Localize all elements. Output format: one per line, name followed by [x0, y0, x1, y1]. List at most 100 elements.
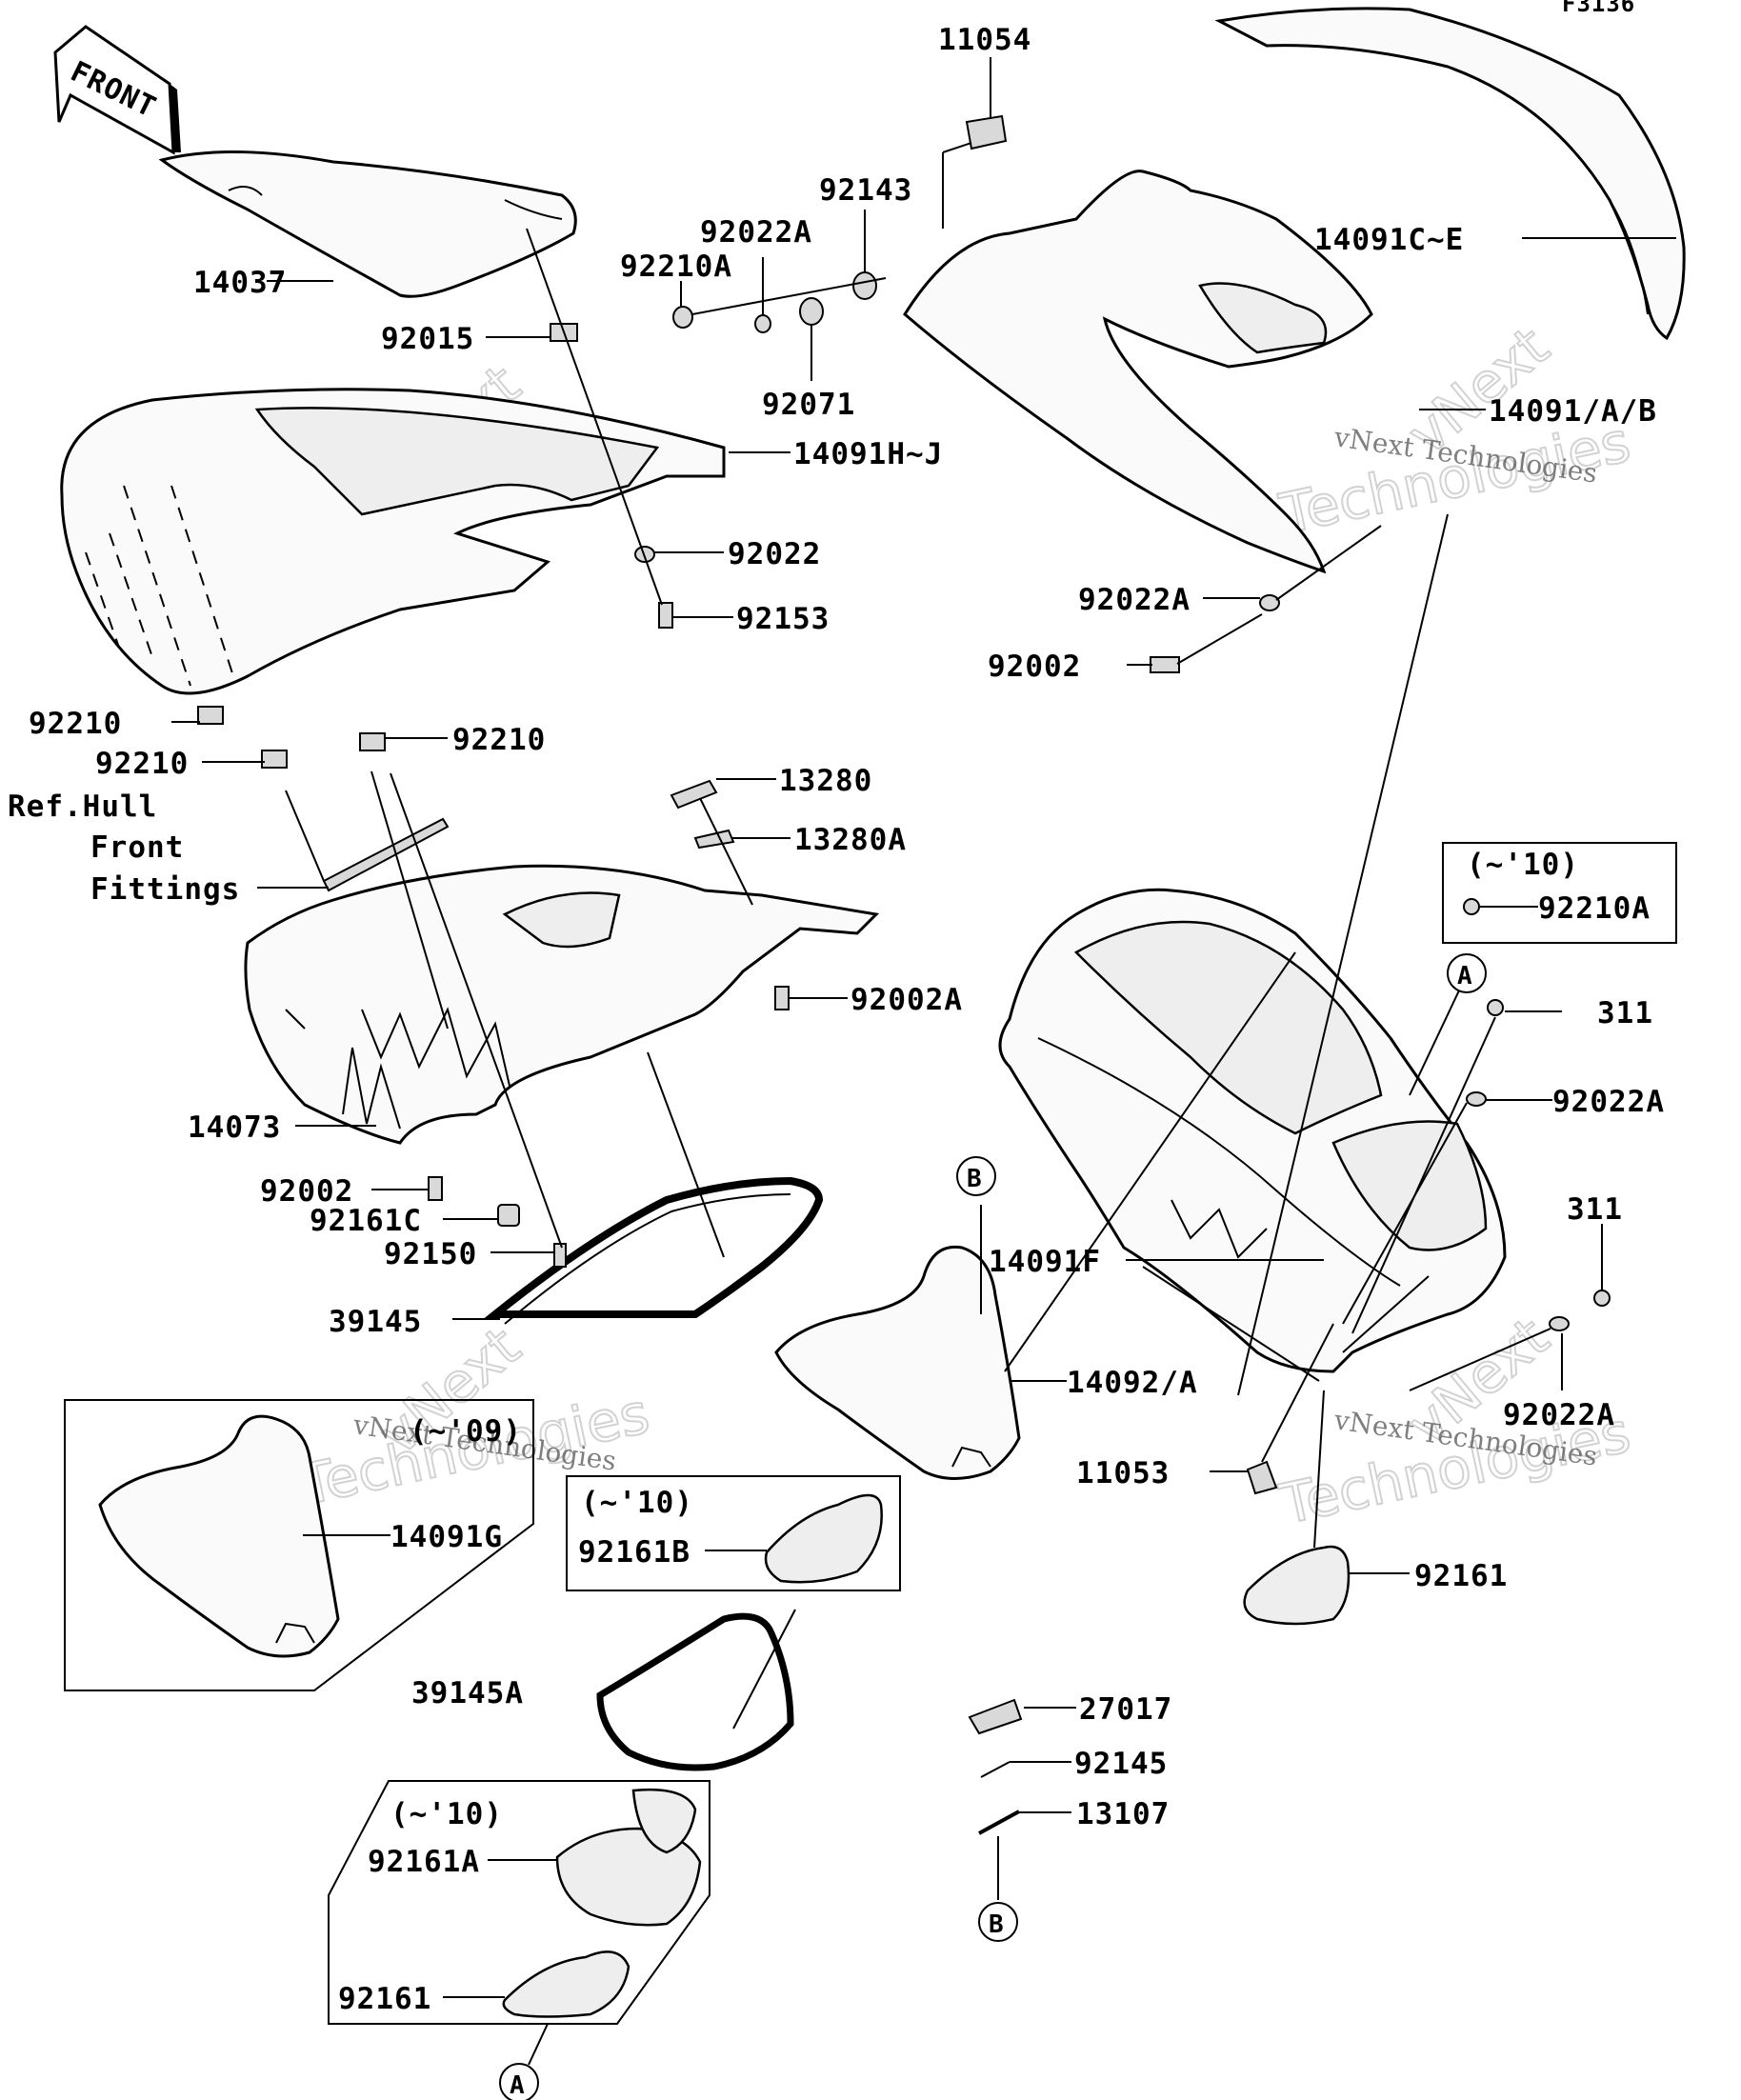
strap-13107-icon[interactable]: [978, 1810, 1020, 1835]
part-92161-pad-box[interactable]: [502, 1950, 630, 2018]
label-ref-hull-3: Fittings: [90, 872, 240, 907]
marker-B-bottom: [978, 1902, 1018, 1942]
part-14091F-hull[interactable]: [998, 888, 1507, 1373]
washer-92022A-r1-icon[interactable]: [1466, 1091, 1487, 1107]
label-ref-hull-2: Front: [90, 830, 184, 865]
label-14037: 14037: [193, 266, 287, 300]
label-ref-hull-1: Ref.Hull: [8, 790, 157, 824]
svg-text:B: B: [989, 1910, 1005, 1939]
part-14073-tub[interactable]: [244, 864, 880, 1145]
label-92015: 92015: [381, 322, 474, 356]
label-92161-right: 92161: [1414, 1559, 1508, 1593]
label-14091F: 14091F: [989, 1245, 1101, 1279]
grommet-92071-icon[interactable]: [799, 297, 824, 326]
part-14091CE-panel[interactable]: [1214, 7, 1686, 341]
diagram-code: F3136: [1562, 0, 1635, 17]
label-92150: 92150: [384, 1237, 477, 1271]
label-92022A-mid: 92022A: [1078, 583, 1191, 617]
label-92002-low: 92002: [260, 1174, 353, 1209]
label-92210A-top: 92210A: [620, 250, 732, 284]
clip-11054-icon[interactable]: [965, 114, 1008, 150]
label-92161A: 92161A: [368, 1845, 480, 1879]
box4-note: (~'10): [390, 1797, 503, 1831]
label-92161-box: 92161: [338, 1982, 431, 2016]
marker-B-top: [956, 1156, 996, 1196]
label-14091AB: 14091/A/B: [1489, 394, 1657, 429]
label-92022A-r1: 92022A: [1552, 1085, 1665, 1119]
plate-13280-icon[interactable]: [670, 779, 718, 810]
label-92210-b: 92210: [95, 747, 189, 781]
label-13280: 13280: [779, 764, 872, 798]
box-92210A: (~'10) 92210A: [1442, 842, 1677, 944]
bolt-92150-icon[interactable]: [553, 1243, 567, 1268]
label-92022: 92022: [728, 537, 821, 571]
clip-11053-icon[interactable]: [1246, 1460, 1278, 1495]
part-92210A-nut-icon[interactable]: [1463, 898, 1480, 915]
bolt-92153-icon[interactable]: [658, 602, 673, 629]
bolt-92002-mid-icon[interactable]: [1150, 656, 1180, 673]
plate-13280A-icon[interactable]: [693, 829, 735, 850]
label-27017: 27017: [1079, 1692, 1172, 1727]
part-39145A-gasket[interactable]: [596, 1609, 796, 1771]
box-14091G: (~'09) 14091G: [64, 1399, 534, 1691]
nut-311-b-icon[interactable]: [1593, 1290, 1611, 1307]
svg-text:A: A: [510, 2071, 526, 2100]
label-92143: 92143: [819, 173, 912, 208]
part-14091AB-panel[interactable]: [903, 170, 1373, 574]
label-11053: 11053: [1076, 1456, 1170, 1490]
pad-92161C-icon[interactable]: [497, 1204, 520, 1227]
box-92161B: (~'10) 92161B: [566, 1475, 901, 1591]
front-arrow-icon: FRONT: [53, 25, 181, 155]
label-plate-27017-icon[interactable]: [968, 1698, 1023, 1735]
part-14091HJ-deck[interactable]: [60, 388, 726, 695]
box1-note: (~'10): [1467, 848, 1579, 882]
label-92071: 92071: [762, 388, 855, 422]
label-311-b: 311: [1567, 1192, 1623, 1227]
label-92002-mid: 92002: [988, 650, 1081, 684]
label-92153: 92153: [736, 602, 830, 636]
washer-92022A-mid-icon[interactable]: [1259, 594, 1280, 611]
label-14091HJ: 14091H~J: [793, 437, 943, 471]
collar-92143-icon[interactable]: [852, 271, 877, 300]
label-311-a: 311: [1597, 996, 1653, 1030]
box3-note: (~'10): [581, 1486, 693, 1520]
label-39145A: 39145A: [411, 1676, 524, 1710]
clip-92210-a-icon[interactable]: [197, 706, 224, 725]
label-14091G: 14091G: [390, 1520, 503, 1554]
washer-92022A-icon[interactable]: [754, 314, 771, 333]
label-14092A: 14092/A: [1067, 1366, 1198, 1400]
marker-A-right: [1447, 953, 1487, 993]
label-92161C: 92161C: [310, 1204, 422, 1238]
part-39145-gasket[interactable]: [484, 1176, 824, 1325]
label-92002A: 92002A: [850, 983, 963, 1017]
clip-92210-b-icon[interactable]: [261, 750, 288, 769]
part-14092A-cover[interactable]: [774, 1245, 1021, 1480]
nut-311-a-icon[interactable]: [1487, 999, 1504, 1016]
hardware: [197, 114, 1611, 1835]
label-92210A-box: 92210A: [1538, 891, 1651, 926]
svg-text:A: A: [1457, 962, 1473, 990]
label-13107: 13107: [1076, 1797, 1170, 1831]
part-14091G-cover[interactable]: [98, 1414, 340, 1658]
label-13280A: 13280A: [794, 823, 907, 857]
washer-92022A-r2-icon[interactable]: [1549, 1316, 1570, 1331]
bolt-92002-low-icon[interactable]: [428, 1176, 443, 1201]
part-14037-cover[interactable]: [158, 150, 577, 298]
part-92161B-pad[interactable]: [764, 1493, 883, 1584]
circle-markers: A B B A: [499, 953, 1487, 2100]
nut-92210A-icon[interactable]: [672, 306, 693, 329]
part-92161-pad-right[interactable]: [1243, 1545, 1351, 1626]
label-14073: 14073: [188, 1110, 281, 1145]
label-14091CE: 14091C~E: [1314, 223, 1464, 257]
label-92210-a: 92210: [29, 707, 122, 741]
label-11054: 11054: [938, 23, 1031, 57]
bolt-92002A-icon[interactable]: [774, 986, 790, 1010]
svg-text:B: B: [967, 1165, 983, 1193]
box-92161A: (~'10) 92161A 92161: [328, 1780, 710, 2025]
part-92161A-insert[interactable]: [631, 1789, 697, 1854]
clip-92210-c-icon[interactable]: [359, 732, 386, 751]
part-labels: 11054 92143 92022A 92210A 92071 14091C~E…: [8, 23, 1665, 1831]
leader-lines: [171, 57, 1676, 1900]
label-39145: 39145: [329, 1305, 422, 1339]
